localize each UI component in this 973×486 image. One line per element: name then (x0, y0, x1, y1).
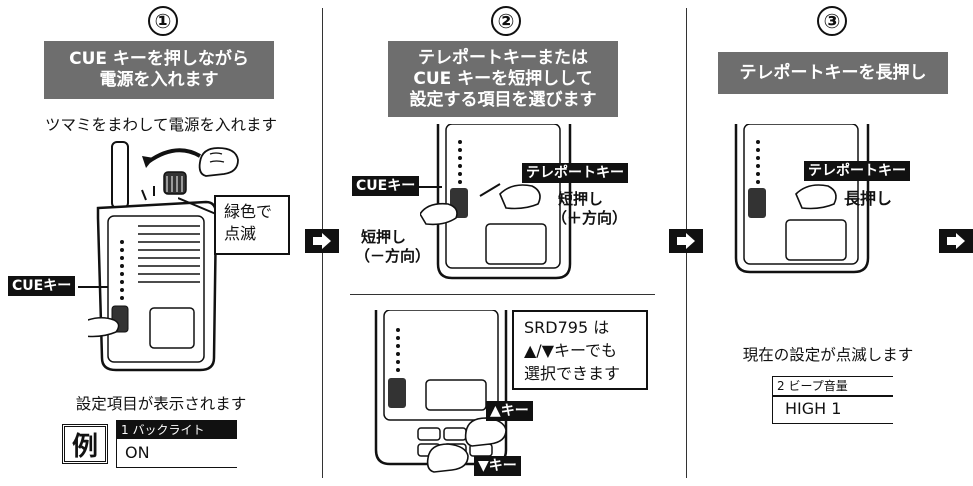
finger-icon (426, 443, 469, 473)
step1-banner-line1: CUE キーを押しながら (69, 49, 249, 69)
step2-short-press-minus: 短押し （－方向） (355, 228, 430, 266)
step2-short-press-plus: 短押し （＋方向） (552, 190, 627, 228)
step1-caption-bottom: 設定項目が表示されます (75, 395, 247, 413)
step1-lcd-display: 1 バックライト ON (116, 420, 237, 468)
step2-banner-line1: テレポートキーまたは (418, 47, 588, 68)
finger-icon (464, 417, 507, 447)
short-press-plus-line1: 短押し (558, 190, 604, 208)
step2-down-key-label: ▼キー (474, 456, 521, 476)
step-number-2: ② (491, 6, 521, 36)
step2-banner-line3: 設定する項目を選びます (409, 89, 597, 110)
separator-horizontal (350, 294, 655, 295)
step1-lcd-line1: 1 バックライト (117, 421, 237, 439)
finger-icon (198, 147, 239, 177)
step3-lcd-display: 2 ビープ音量 HIGH 1 (772, 376, 893, 424)
step2-note-line1: SRD795 は (524, 318, 610, 337)
step1-callout-line1: 緑色で (224, 202, 273, 221)
example-glyph: 例 (71, 431, 98, 462)
callout-pointer-icon (178, 197, 217, 215)
step-number-3: ③ (817, 6, 847, 36)
step2-note: SRD795 は ▲/▼キーでも 選択できます (512, 310, 648, 390)
step1-lcd-line2: ON (125, 443, 150, 462)
step1-callout: 緑色で 点滅 (214, 195, 290, 255)
step1-callout-line2: 点滅 (224, 224, 257, 243)
step2-up-key-label: ▲キー (486, 401, 533, 421)
arrow-right-icon (939, 229, 973, 253)
step1-cue-key-label: CUEキー (8, 276, 76, 296)
cue-key-pointer (418, 186, 442, 188)
step2-banner: テレポートキーまたは CUE キーを短押しして 設定する項目を選びます (388, 41, 618, 117)
step2-note-line3: 選択できます (524, 364, 621, 383)
step1-banner: CUE キーを押しながら 電源を入れます (44, 41, 274, 99)
step3-lcd-line2: HIGH 1 (785, 399, 842, 418)
step2-note-line2: ▲/▼キーでも (524, 341, 618, 360)
step3-banner: テレポートキーを長押し (718, 52, 948, 94)
arrow-right-icon (669, 229, 703, 253)
example-box: 例 (62, 424, 108, 464)
arrow-right-icon (305, 229, 339, 253)
step3-lcd-line1: 2 ビープ音量 (773, 377, 893, 397)
step1-caption-top: ツマミをまわして電源を入れます (44, 116, 278, 134)
radio-closeup-icon (420, 124, 572, 280)
radio-illustration-icon (88, 141, 218, 372)
step2-banner-line2: CUE キーを短押しして (413, 68, 593, 89)
step2-cue-key-label: CUEキー (352, 176, 420, 196)
step3-long-press: 長押し (844, 189, 893, 208)
short-press-plus-line2: （＋方向） (552, 209, 628, 227)
short-press-minus-line2: （－方向） (355, 247, 431, 265)
step1-banner-line2: 電源を入れます (99, 70, 219, 90)
step3-caption: 現在の設定が点滅します (742, 346, 914, 364)
step-number-1: ① (148, 6, 178, 36)
step3-teleport-key-label: テレポートキー (804, 161, 910, 181)
cue-key-pointer (78, 286, 108, 288)
step2-teleport-key-label: テレポートキー (522, 163, 628, 183)
step3-banner-line1: テレポートキーを長押し (739, 62, 927, 83)
short-press-minus-line1: 短押し (361, 228, 407, 246)
